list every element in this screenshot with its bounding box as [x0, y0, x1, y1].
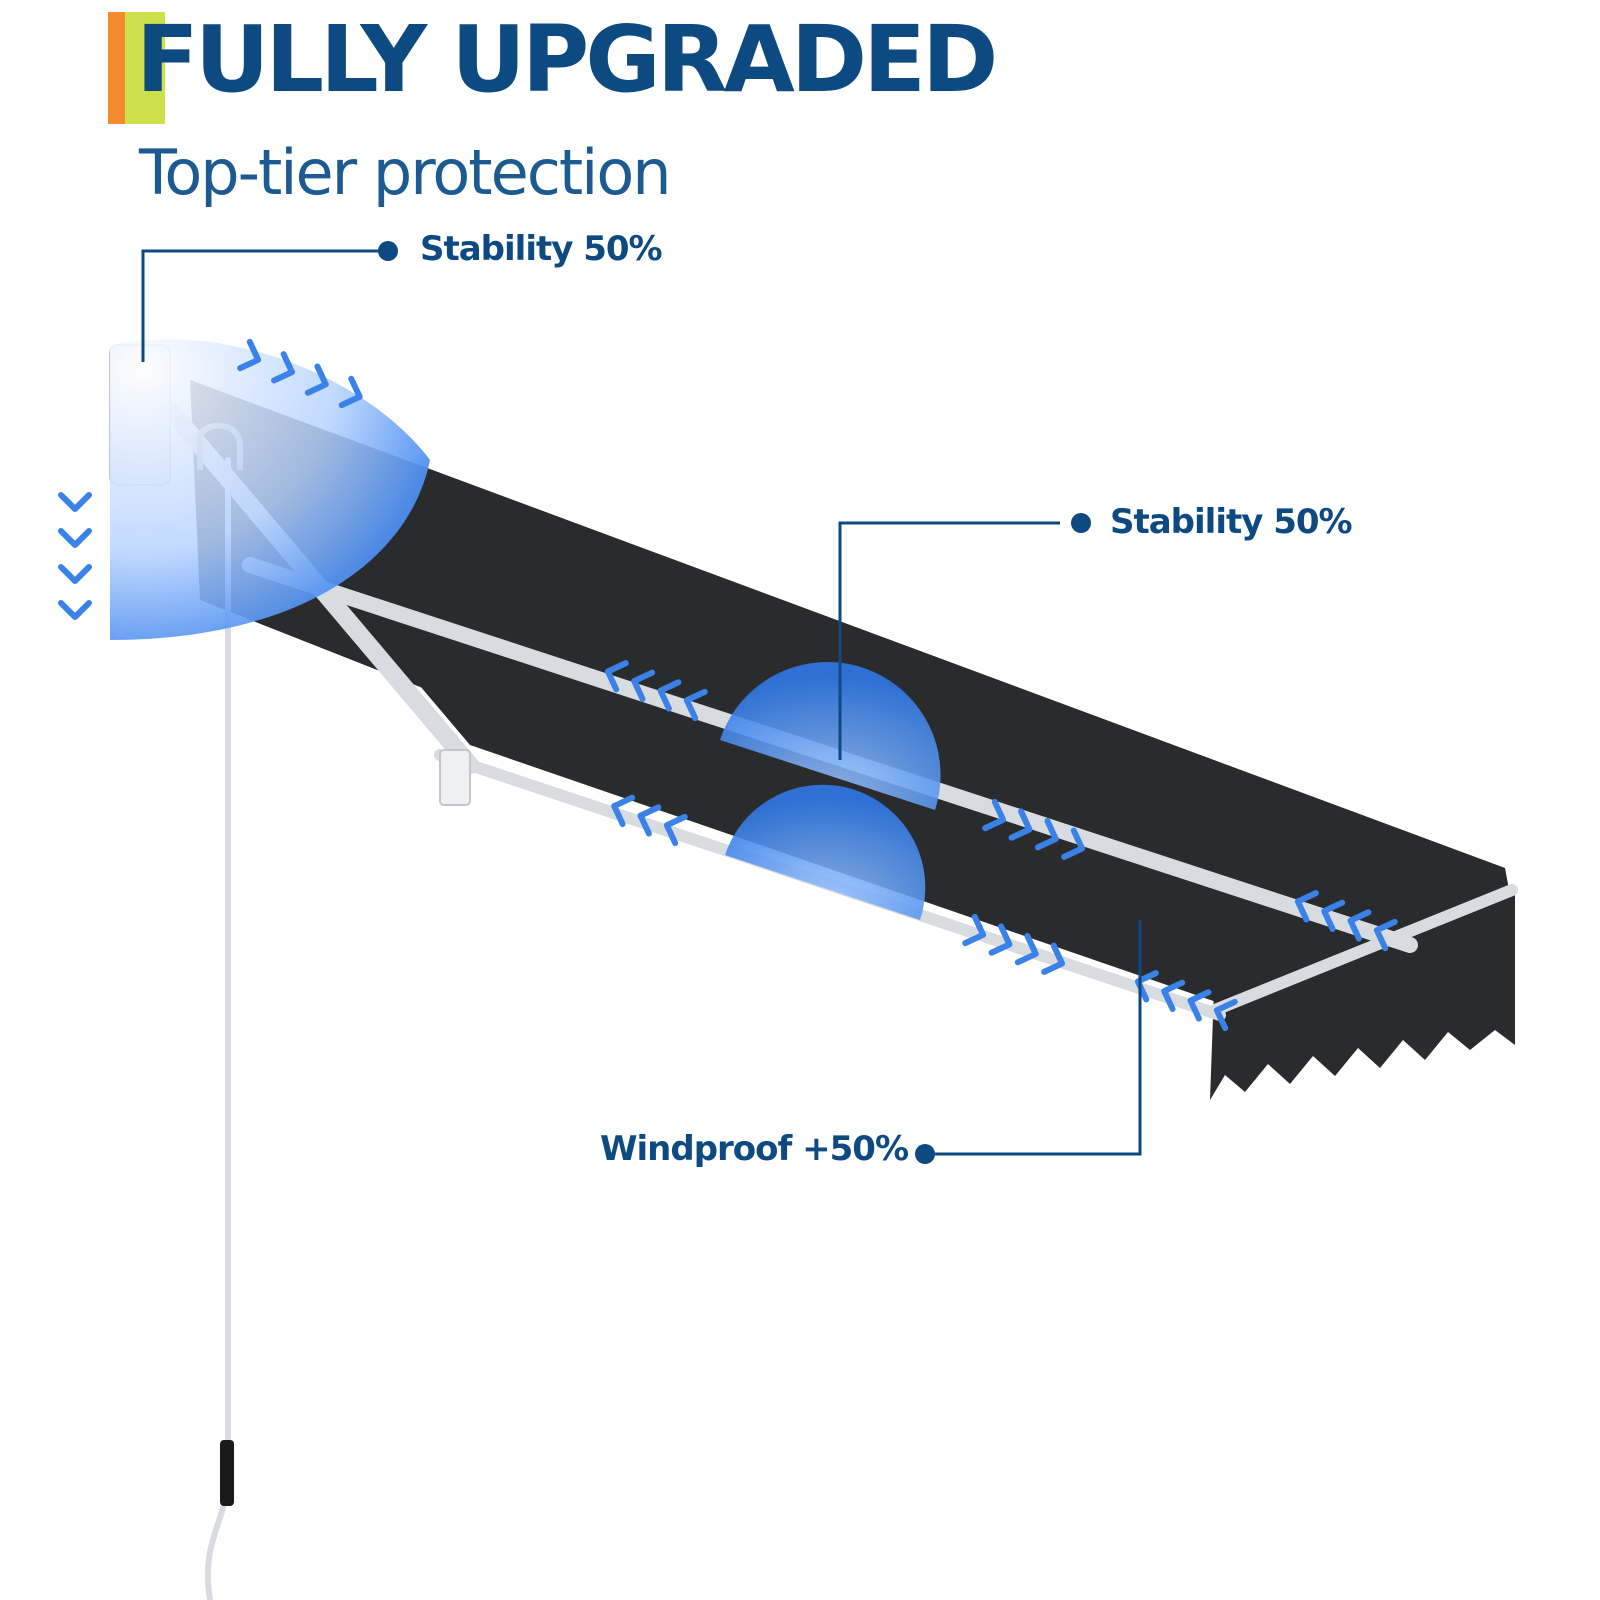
- arm-joint-highlight-upper: [720, 662, 941, 810]
- wall-bracket-lower: [439, 749, 471, 806]
- crank-handle: [220, 1440, 234, 1506]
- callout-label-head-bracket: Stability 50%: [420, 229, 663, 269]
- page-subtitle: Top-tier protection: [139, 136, 672, 209]
- callout-leaders: [141, 249, 1142, 1156]
- accent-bar-orange: [108, 12, 125, 124]
- callout-label-arm-joint: Stability 50%: [1110, 502, 1353, 542]
- page-title: FULLY UPGRADED: [136, 6, 998, 113]
- arm-joint-highlight-lower: [725, 784, 926, 920]
- callout-label-canopy: Windproof +50%: [600, 1129, 909, 1169]
- leader-line-mid: [838, 521, 1060, 760]
- front-bar: [1209, 884, 1518, 1016]
- accent-bar-lime: [125, 12, 165, 124]
- chevrons-left-down: [61, 495, 89, 617]
- leader-line-bottom: [920, 920, 1142, 1156]
- head-bracket-highlight: [110, 339, 430, 640]
- leader-dot-top: [378, 241, 398, 261]
- leader-line-top: [141, 249, 382, 362]
- valance: [1210, 885, 1515, 1100]
- leader-dot-bottom: [915, 1144, 935, 1164]
- leader-dot-mid: [1071, 513, 1091, 533]
